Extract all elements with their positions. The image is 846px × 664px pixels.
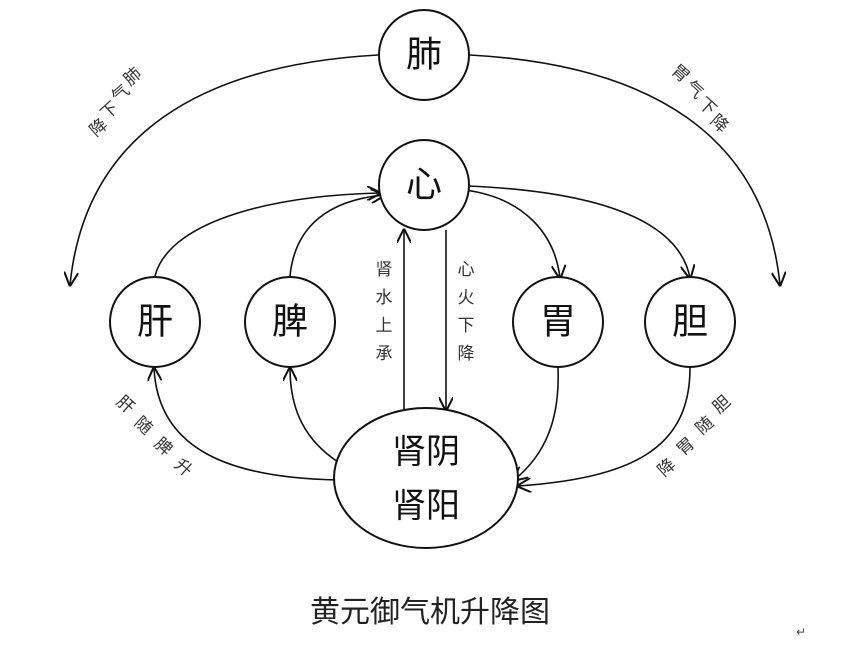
node-lung: 肺 [378, 9, 470, 101]
node-heart-label: 心 [406, 165, 442, 206]
node-lung-label: 肺 [406, 35, 442, 76]
arc-kidney-to-liver [154, 368, 339, 481]
label-kidney-water-char: 水 [376, 288, 393, 308]
arc-heart-to-stomach [464, 189, 560, 278]
arc-lung-to-liver [70, 54, 379, 285]
node-stomach: 胃 [512, 276, 604, 368]
arc-kidney-to-spleen [290, 368, 339, 463]
label-liver-rise-char: 升 [170, 455, 196, 481]
label-liver-rise-char: 脾 [150, 434, 176, 460]
node-spleen-label: 脾 [272, 302, 308, 343]
label-kidney-water-char: 肾 [376, 260, 393, 280]
label-heart-fire-char: 下 [458, 316, 475, 336]
node-stomach-label: 胃 [540, 302, 576, 343]
label-gall-descend-char: 降 [654, 455, 680, 481]
paragraph-mark: ↵ [796, 625, 806, 639]
label-heart-fire-char: 火 [458, 288, 475, 308]
label-kidney-water-char: 承 [376, 344, 393, 364]
label-liver-rise-char: 随 [130, 413, 156, 439]
node-gallbladder: 胆 [644, 276, 736, 368]
label-heart-fire-char: 心 [458, 260, 475, 280]
node-liver-label: 肝 [137, 302, 173, 343]
label-heart-fire-char: 降 [458, 344, 475, 364]
arc-spleen-to-heart [289, 195, 384, 277]
node-kidney-yang-label: 肾阳 [392, 486, 460, 526]
node-spleen: 脾 [244, 276, 336, 368]
arc-gallbladder-to-kidney [518, 367, 691, 486]
node-kidney-yin-label: 肾阴 [392, 432, 460, 472]
label-liver-rise-char: 肝 [112, 392, 138, 418]
label-gall-descend-char: 胆 [709, 392, 735, 418]
node-gallbladder-label: 胆 [672, 302, 708, 343]
node-heart: 心 [378, 139, 470, 231]
arc-lung-to-gallbladder [469, 54, 780, 285]
node-kidney: 肾阴 肾阳 [333, 407, 519, 549]
arc-liver-to-heart [154, 193, 380, 277]
diagram-caption: 黄元御气机升降图 [310, 595, 550, 630]
arc-heart-to-gallbladder [467, 185, 690, 278]
label-kidney-water-char: 上 [376, 316, 393, 336]
label-gall-descend-char: 随 [692, 413, 718, 439]
label-gall-descend-char: 胃 [673, 434, 699, 460]
node-liver: 肝 [109, 276, 201, 368]
arc-stomach-to-kidney [514, 367, 559, 480]
